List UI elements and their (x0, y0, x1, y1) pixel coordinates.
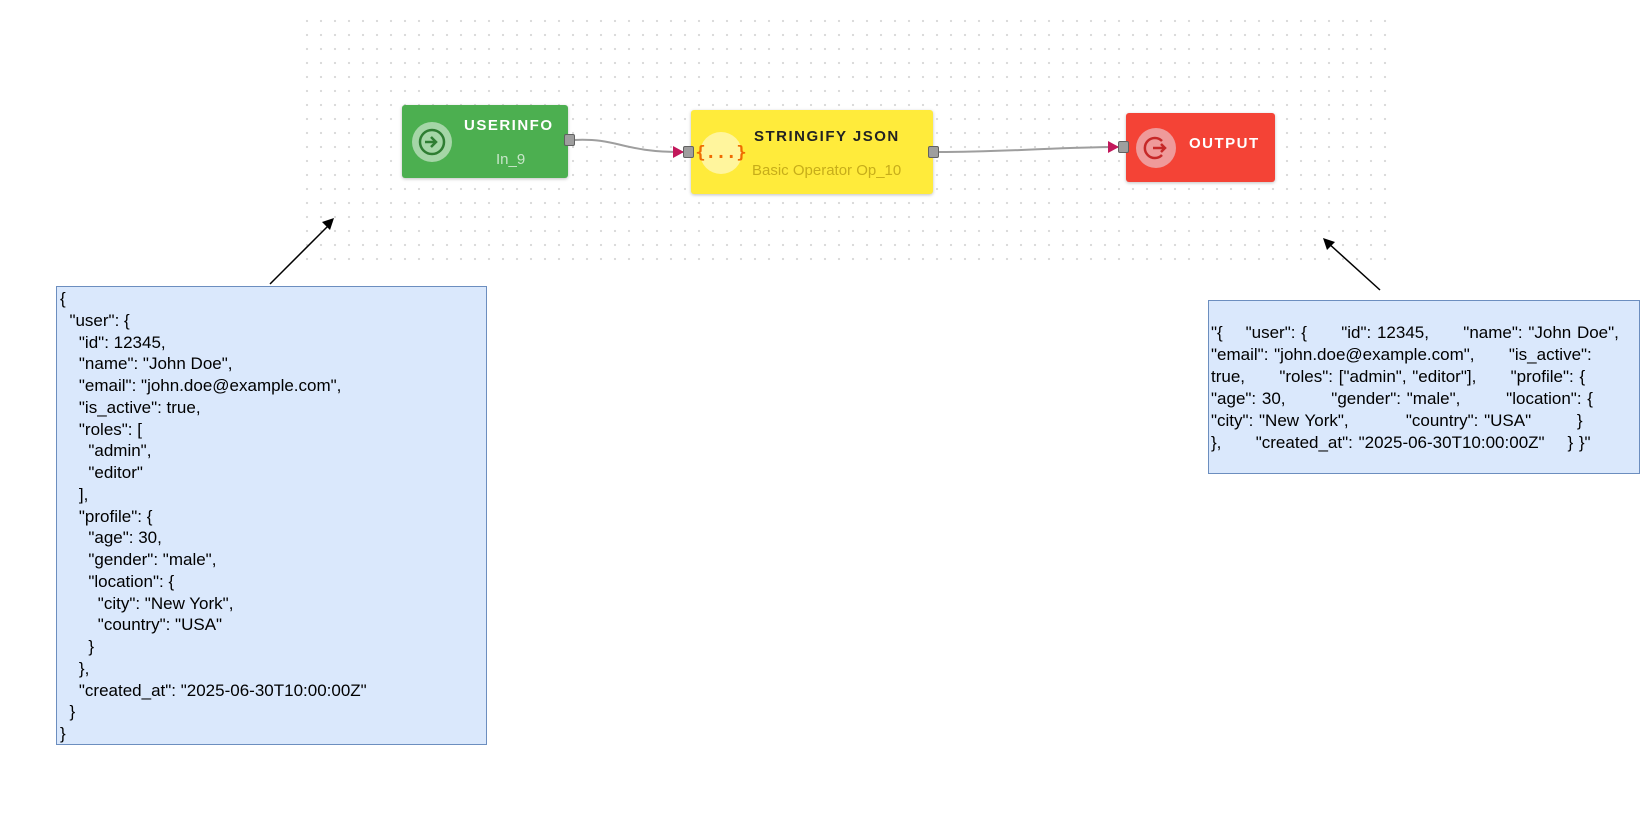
braces-icon: {...} (695, 132, 747, 174)
annotation-arrowhead-output (1323, 238, 1335, 250)
node-title: USERINFO (464, 117, 554, 134)
node-subtitle: In_9 (496, 151, 526, 168)
node-output[interactable]: OUTPUT (1126, 113, 1275, 182)
edge-userinfo-to-stringify[interactable] (573, 138, 684, 158)
node-title: OUTPUT (1189, 135, 1260, 152)
annotation-arrow-output (1326, 241, 1381, 291)
edge-stringify-to-output[interactable] (937, 141, 1119, 154)
logout-icon (1136, 128, 1176, 168)
node-subtitle: Basic Operator Op_10 (752, 162, 902, 179)
output-string-note: "{ "user": { "id": 12345, "name": "John … (1208, 300, 1640, 474)
annotation-arrow-input (269, 221, 333, 285)
annotation-arrowhead-input (322, 218, 334, 230)
node-title: STRINGIFY JSON (754, 128, 900, 145)
node-userinfo[interactable]: USERINFO In_9 (402, 105, 568, 178)
login-icon (412, 122, 452, 162)
braces-glyph: {...} (695, 143, 747, 163)
userinfo-output-port[interactable] (564, 134, 575, 146)
stringify-input-port[interactable] (683, 146, 694, 158)
input-json-note: { "user": { "id": 12345, "name": "John D… (56, 286, 487, 745)
node-stringify-json[interactable]: {...} STRINGIFY JSON Basic Operator Op_1… (691, 110, 933, 194)
stringify-output-port[interactable] (928, 146, 939, 158)
output-input-port[interactable] (1118, 141, 1129, 153)
